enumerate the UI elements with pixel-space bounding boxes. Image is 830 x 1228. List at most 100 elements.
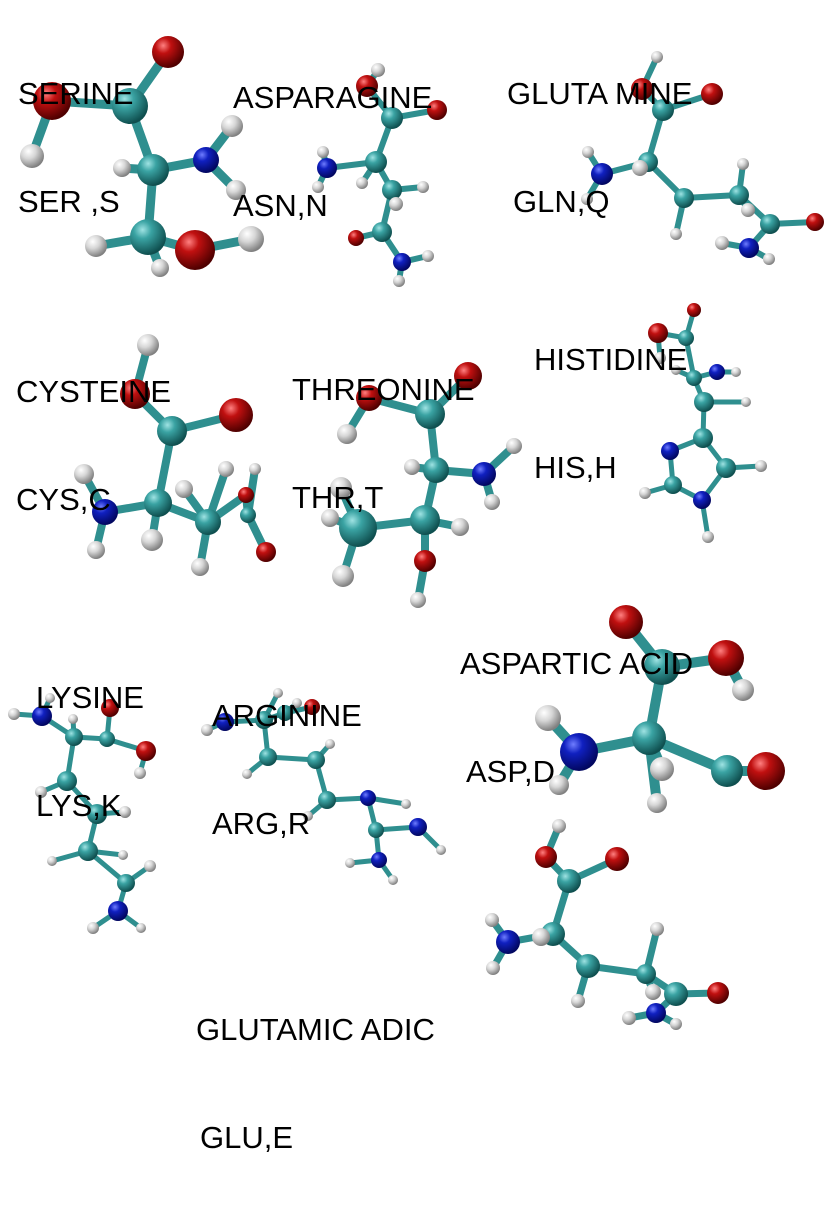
hydrogen-atom: [151, 259, 169, 277]
label-serine: SERINE SER ,S: [18, 4, 133, 292]
hydrogen-atom: [582, 146, 594, 158]
oxygen-atom: [120, 379, 150, 409]
molecule-name: CYSTEINE: [16, 374, 172, 409]
molecule-name: GLUTA MINE: [507, 76, 693, 111]
carbon-atom: [99, 731, 115, 747]
atoms-asparticAcid: [535, 605, 785, 813]
hydrogen-atom: [242, 769, 252, 779]
molecule-code: ASN,N: [233, 188, 328, 223]
oxygen-atom: [609, 605, 643, 639]
hydrogen-atom: [731, 367, 741, 377]
oxygen-atom: [304, 699, 320, 715]
hydrogen-atom: [345, 858, 355, 868]
hydrogen-atom: [191, 558, 209, 576]
hydrogen-atom: [645, 984, 661, 1000]
molecule-code: LYS,K: [36, 788, 122, 823]
hydrogen-atom: [118, 850, 128, 860]
carbon-atom: [576, 954, 600, 978]
nitrogen-atom: [496, 930, 520, 954]
hydrogen-atom: [45, 693, 55, 703]
hydrogen-atom: [632, 160, 648, 176]
hydrogen-atom: [321, 509, 339, 527]
label-cysteine: CYSTEINE CYS,C: [16, 302, 171, 590]
hydrogen-atom: [389, 197, 403, 211]
nitrogen-atom: [709, 364, 725, 380]
nitrogen-atom: [739, 238, 759, 258]
hydrogen-atom: [532, 928, 550, 946]
hydrogen-atom: [417, 181, 429, 193]
molecule-name: ASPARAGINE: [233, 80, 433, 115]
hydrogen-atom: [137, 334, 159, 356]
hydrogen-atom: [175, 480, 193, 498]
hydrogen-atom: [702, 531, 714, 543]
oxygen-atom: [747, 752, 785, 790]
carbon-atom: [65, 728, 83, 746]
carbon-atom: [694, 392, 714, 412]
hydrogen-atom: [74, 464, 94, 484]
nitrogen-atom: [409, 818, 427, 836]
carbon-atom: [686, 370, 702, 386]
molecule-code: GLN,Q: [513, 184, 610, 219]
nitrogen-atom: [32, 706, 52, 726]
hydrogen-atom: [404, 459, 420, 475]
oxygen-atom: [175, 230, 215, 270]
carbon-atom: [195, 509, 221, 535]
hydrogen-atom: [47, 856, 57, 866]
hydrogen-atom: [134, 767, 146, 779]
hydrogen-atom: [337, 424, 357, 444]
nitrogen-atom: [560, 733, 598, 771]
oxygen-atom: [454, 362, 482, 390]
hydrogen-atom: [451, 518, 469, 536]
hydrogen-atom: [356, 177, 368, 189]
carbon-atom: [78, 841, 98, 861]
nitrogen-atom: [360, 790, 376, 806]
hydrogen-atom: [85, 235, 107, 257]
hydrogen-atom: [388, 875, 398, 885]
carbon-atom: [415, 399, 445, 429]
molecule-name: HISTIDINE: [534, 342, 688, 377]
hydrogen-atom: [755, 460, 767, 472]
label-glutamine: GLUTA MINE GLN,Q: [507, 4, 692, 292]
nitrogen-atom: [646, 1003, 666, 1023]
molecule-code: CYS,C: [16, 482, 111, 517]
molecule-code: HIS,H: [534, 450, 617, 485]
hydrogen-atom: [671, 365, 681, 375]
label-threonine: THREONINE THR,T: [292, 300, 475, 588]
carbon-atom: [157, 416, 187, 446]
hydrogen-atom: [136, 923, 146, 933]
hydrogen-atom: [8, 708, 20, 720]
hydrogen-atom: [737, 158, 749, 170]
oxygen-atom: [427, 100, 447, 120]
oxygen-atom: [414, 550, 436, 572]
molecule-name: ASPARTIC ACID: [460, 646, 694, 681]
hydrogen-atom: [141, 529, 163, 551]
hydrogen-atom: [201, 724, 213, 736]
label-arginine: ARGININE ARG,R: [212, 626, 362, 914]
carbon-atom: [674, 188, 694, 208]
hydrogen-atom: [506, 438, 522, 454]
hydrogen-atom: [670, 228, 682, 240]
hydrogen-atom: [741, 397, 751, 407]
atoms-serine: [20, 36, 264, 277]
nitrogen-atom: [216, 713, 234, 731]
molecule-name: THREONINE: [292, 372, 475, 407]
carbon-atom: [644, 649, 680, 685]
hydrogen-atom: [732, 679, 754, 701]
hydrogen-atom: [221, 115, 243, 137]
amino-acid-figure: SERINE SER ,S ASPARAGINE ASN,N GLUTA MIN…: [8, 4, 824, 1155]
label-asparagine: ASPARAGINE ASN,N: [233, 8, 432, 296]
hydrogen-atom: [68, 714, 78, 724]
nitrogen-atom: [92, 499, 118, 525]
nitrogen-atom: [693, 491, 711, 509]
oxygen-atom: [701, 83, 723, 105]
hydrogen-atom: [218, 461, 234, 477]
hydrogen-atom: [325, 739, 335, 749]
carbon-atom: [632, 721, 666, 755]
carbon-atom: [130, 219, 166, 255]
oxygen-atom: [33, 82, 71, 120]
label-glutamic-acid: GLUTAMIC ADIC GLU,E: [196, 940, 435, 1228]
carbon-atom: [255, 711, 273, 729]
hydrogen-atom: [330, 477, 352, 499]
carbon-atom: [144, 489, 172, 517]
hydrogen-atom: [292, 698, 302, 708]
